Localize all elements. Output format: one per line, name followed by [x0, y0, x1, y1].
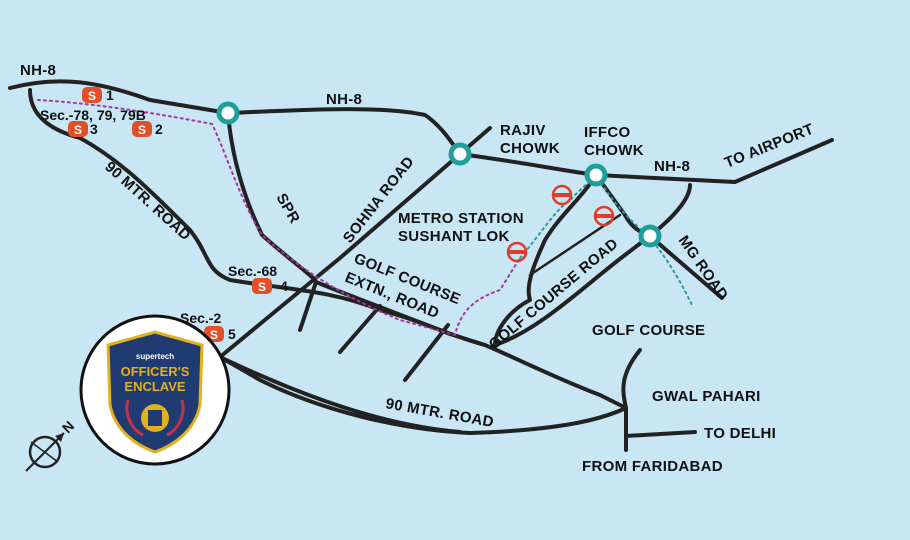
metro-icon — [506, 241, 528, 263]
roundabout-rajiv-chowk — [448, 142, 472, 166]
marker-number-2: 2 — [155, 121, 163, 137]
sector-label-78: Sec.-78, 79, 79B — [40, 107, 146, 123]
svg-text:S: S — [88, 89, 96, 103]
nh8-road — [8, 79, 834, 184]
svg-text:S: S — [258, 280, 266, 294]
roundabout-iffco-chowk — [584, 163, 608, 187]
marker-number-4: 4 — [280, 278, 288, 294]
label-golf-course: GOLF COURSE — [592, 322, 705, 339]
label-nh8-east: NH-8 — [654, 158, 690, 175]
label-to-airport: TO AIRPORT — [722, 120, 816, 171]
label-metro-station: METRO STATION — [398, 210, 524, 227]
badge-title-1: OFFICER'S — [121, 364, 190, 379]
marker-number-3: 3 — [90, 121, 98, 137]
golf-course-extn-road — [298, 280, 450, 382]
label-gwal-pahari: GWAL PAHARI — [652, 388, 761, 405]
label-iffco-chowk: CHOWK — [584, 142, 644, 159]
label-spr: SPR — [273, 191, 304, 227]
badge-brand: supertech — [136, 352, 174, 361]
label-rajiv-chowk: CHOWK — [500, 140, 560, 157]
golf-course-road — [493, 173, 652, 347]
gwal-pahari-road — [621, 348, 697, 452]
project-marker-icon: S — [68, 121, 88, 137]
sohna-road — [218, 152, 462, 359]
mtr90-road-lower — [218, 355, 462, 434]
sector-label-68: Sec.-68 — [228, 263, 277, 279]
label-nh8-mid: NH-8 — [326, 91, 362, 108]
label-sushant-lok: SUSHANT LOK — [398, 228, 510, 245]
roundabout-nh8 — [216, 101, 240, 125]
svg-text:S: S — [74, 123, 82, 137]
metro-icon — [551, 184, 573, 206]
project-marker-icon: S — [252, 278, 272, 294]
metro-icon — [593, 205, 615, 227]
badge-title-2: ENCLAVE — [124, 379, 185, 394]
project-marker-icon: S — [82, 87, 102, 103]
compass-north-label: N — [59, 418, 77, 436]
label-nh8-west: NH-8 — [20, 62, 56, 79]
label-90-mtr-road-upper: 90 MTR. ROAD — [101, 158, 194, 244]
label-from-faridabad: FROM FARIDABAD — [582, 458, 723, 475]
marker-number-5: 5 — [228, 326, 236, 342]
compass-icon — [25, 432, 65, 472]
project-marker-icon: S — [132, 121, 152, 137]
svg-text:S: S — [138, 123, 146, 137]
sector-label-2: Sec.-2 — [180, 310, 221, 326]
label-iffco: IFFCO — [584, 124, 631, 141]
marker-number-1: 1 — [106, 87, 114, 103]
officers-enclave-badge: supertech OFFICER'S ENCLAVE — [79, 314, 231, 466]
label-rajiv: RAJIV — [500, 122, 546, 139]
label-mg-road: MG ROAD — [675, 233, 732, 304]
roundabout-mg-road — [638, 224, 662, 248]
badge-emblem-icon — [125, 399, 185, 437]
svg-text:S: S — [210, 328, 218, 342]
spr-road — [226, 111, 317, 282]
label-to-delhi: TO DELHI — [704, 425, 776, 442]
